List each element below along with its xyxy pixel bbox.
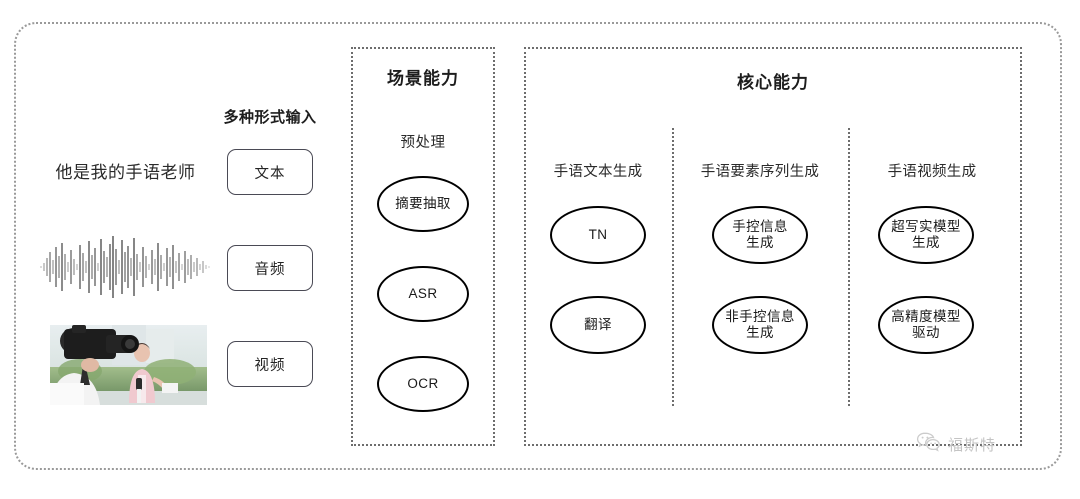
input-section-caption: 多种形式输入 — [223, 109, 317, 126]
scene-capability-box — [351, 47, 495, 446]
scene-preprocess-subtitle: 预处理 — [400, 135, 446, 151]
outer-frame — [14, 22, 1062, 470]
node-ocr[interactable]: OCR — [377, 356, 469, 412]
core-column-divider-2 — [848, 128, 850, 406]
node-photorealistic-model-generation[interactable]: 超写实模型 生成 — [878, 206, 974, 264]
core-column-divider-1 — [672, 128, 674, 406]
sample-sentence-text: 他是我的手语老师 — [55, 163, 196, 182]
audio-waveform-icon — [38, 234, 213, 300]
wechat-bubbles-icon — [916, 431, 942, 458]
node-translation[interactable]: 翻译 — [550, 296, 646, 354]
core-column-title-sign-text: 手语文本生成 — [553, 164, 643, 180]
wechat-bubbles-svg — [916, 432, 940, 452]
video-thumbnail-image — [50, 325, 207, 405]
node-manual-info-generation[interactable]: 手控信息 生成 — [712, 206, 808, 264]
watermark: 福斯特 — [916, 431, 996, 458]
node-non-manual-info-generation[interactable]: 非手控信息 生成 — [712, 296, 808, 354]
node-asr[interactable]: ASR — [377, 266, 469, 322]
core-capability-box — [524, 47, 1022, 446]
watermark-label: 福斯特 — [948, 437, 997, 454]
core-column-title-sign-video: 手语视频生成 — [887, 164, 977, 180]
waveform-svg — [40, 236, 210, 298]
video-thumbnail-svg — [50, 325, 207, 405]
node-high-precision-model-driving[interactable]: 高精度模型 驱动 — [878, 296, 974, 354]
modality-pill-video[interactable]: 视频 — [227, 341, 313, 387]
modality-pill-audio[interactable]: 音频 — [227, 245, 313, 291]
core-column-title-sign-element-sequence: 手语要素序列生成 — [700, 164, 820, 180]
core-capability-title: 核心能力 — [737, 73, 809, 92]
modality-pill-text[interactable]: 文本 — [227, 149, 313, 195]
node-summary-extraction[interactable]: 摘要抽取 — [377, 176, 469, 232]
scene-capability-title: 场景能力 — [387, 69, 459, 88]
node-tn[interactable]: TN — [550, 206, 646, 264]
